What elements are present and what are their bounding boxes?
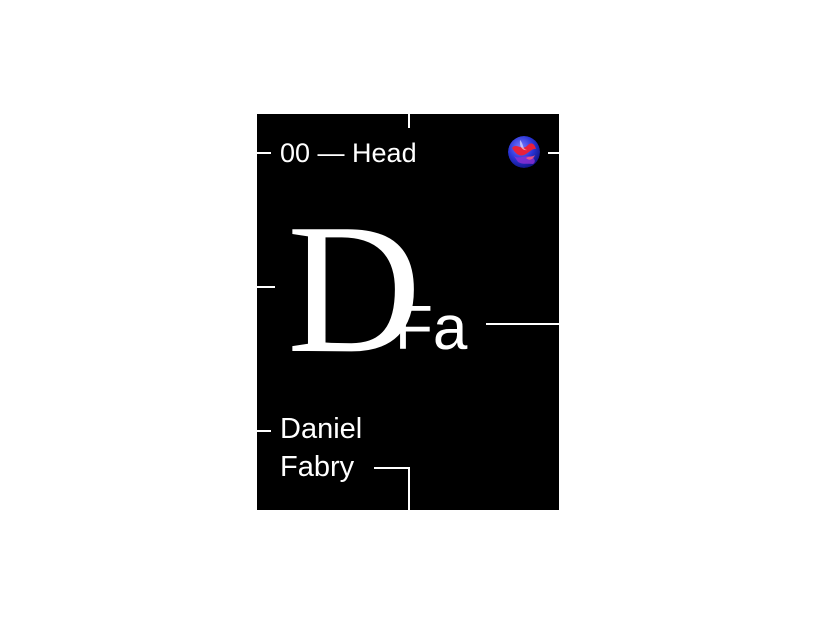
name-first: Daniel bbox=[280, 413, 363, 445]
name-last: Fabry bbox=[280, 451, 355, 483]
guide-line-left-header bbox=[257, 152, 271, 154]
monogram-letter: D bbox=[287, 186, 421, 392]
guide-line-right-header bbox=[548, 152, 559, 154]
guide-line-right-mid bbox=[486, 323, 559, 325]
person-name: Daniel Fabry bbox=[280, 410, 362, 486]
guide-line-name-horizontal bbox=[374, 467, 410, 469]
element-card: 00 — Head D Fa Danie bbox=[257, 114, 559, 510]
index-label: 00 — Head bbox=[280, 138, 417, 168]
element-symbol: Fa bbox=[395, 294, 468, 363]
guide-line-left-name bbox=[257, 430, 271, 432]
guide-line-top-tick bbox=[408, 114, 410, 128]
gradient-orb-icon bbox=[508, 136, 540, 168]
guide-line-left-mid bbox=[257, 286, 275, 288]
guide-line-name-vertical bbox=[408, 467, 410, 510]
orb-graphic bbox=[508, 136, 540, 168]
